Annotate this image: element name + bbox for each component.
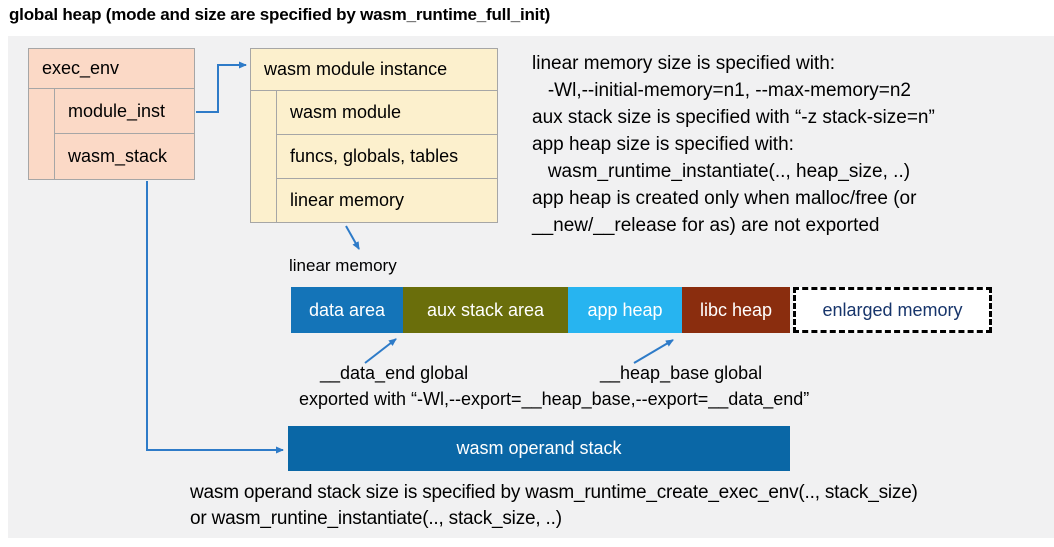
exec-env-children: module_inst wasm_stack [54, 89, 194, 179]
exported-flags-annotation: exported with “-Wl,--export=__heap_base,… [299, 389, 810, 409]
instance-field-funcs-globals-tables: funcs, globals, tables [276, 135, 497, 179]
instance-field-linear-memory: linear memory [276, 179, 497, 222]
linear-memory-bar: data area aux stack area app heap libc h… [291, 287, 790, 333]
note-line: app heap size is specified with: [532, 134, 794, 155]
note-line: wasm_runtime_instantiate(.., heap_size, … [532, 161, 911, 182]
wasm-module-instance-box: wasm module instance wasm module funcs, … [250, 48, 498, 223]
wasm-operand-stack-bar: wasm operand stack [288, 426, 790, 471]
exec-env-field-wasm-stack: wasm_stack [54, 134, 194, 179]
data-end-global-annotation: __data_end global [320, 363, 469, 383]
note-line: -Wl,--initial-memory=n1, --max-memory=n2 [532, 80, 911, 101]
exec-env-box: exec_env module_inst wasm_stack [28, 48, 195, 180]
instance-field-wasm-module: wasm module [276, 91, 497, 135]
operand-stack-note-line2: or wasm_runtine_instantiate(.., stack_si… [190, 508, 562, 529]
segment-libc-heap: libc heap [682, 287, 790, 333]
note-line: aux stack size is specified with “-z sta… [532, 107, 935, 128]
exec-env-field-module-inst: module_inst [54, 89, 194, 134]
note-line: linear memory size is specified with: [532, 53, 836, 74]
note-line: app heap is created only when malloc/fre… [532, 188, 917, 209]
exec-env-header: exec_env [29, 49, 194, 89]
wasm-module-instance-header: wasm module instance [251, 49, 497, 91]
operand-stack-note-line1: wasm operand stack size is specified by … [190, 482, 918, 503]
wasm-module-instance-children: wasm module funcs, globals, tables linea… [276, 91, 497, 222]
segment-data-area: data area [291, 287, 403, 333]
memory-size-notes: linear memory size is specified with: -W… [532, 50, 935, 239]
segment-app-heap: app heap [568, 287, 682, 333]
page-title: global heap (mode and size are specified… [9, 5, 551, 24]
note-line: __new/__release for as) are not exported [532, 215, 880, 236]
linear-memory-label: linear memory [289, 256, 397, 275]
heap-base-global-annotation: __heap_base global [600, 363, 763, 383]
segment-enlarged-memory: enlarged memory [793, 287, 992, 333]
segment-aux-stack-area: aux stack area [403, 287, 568, 333]
